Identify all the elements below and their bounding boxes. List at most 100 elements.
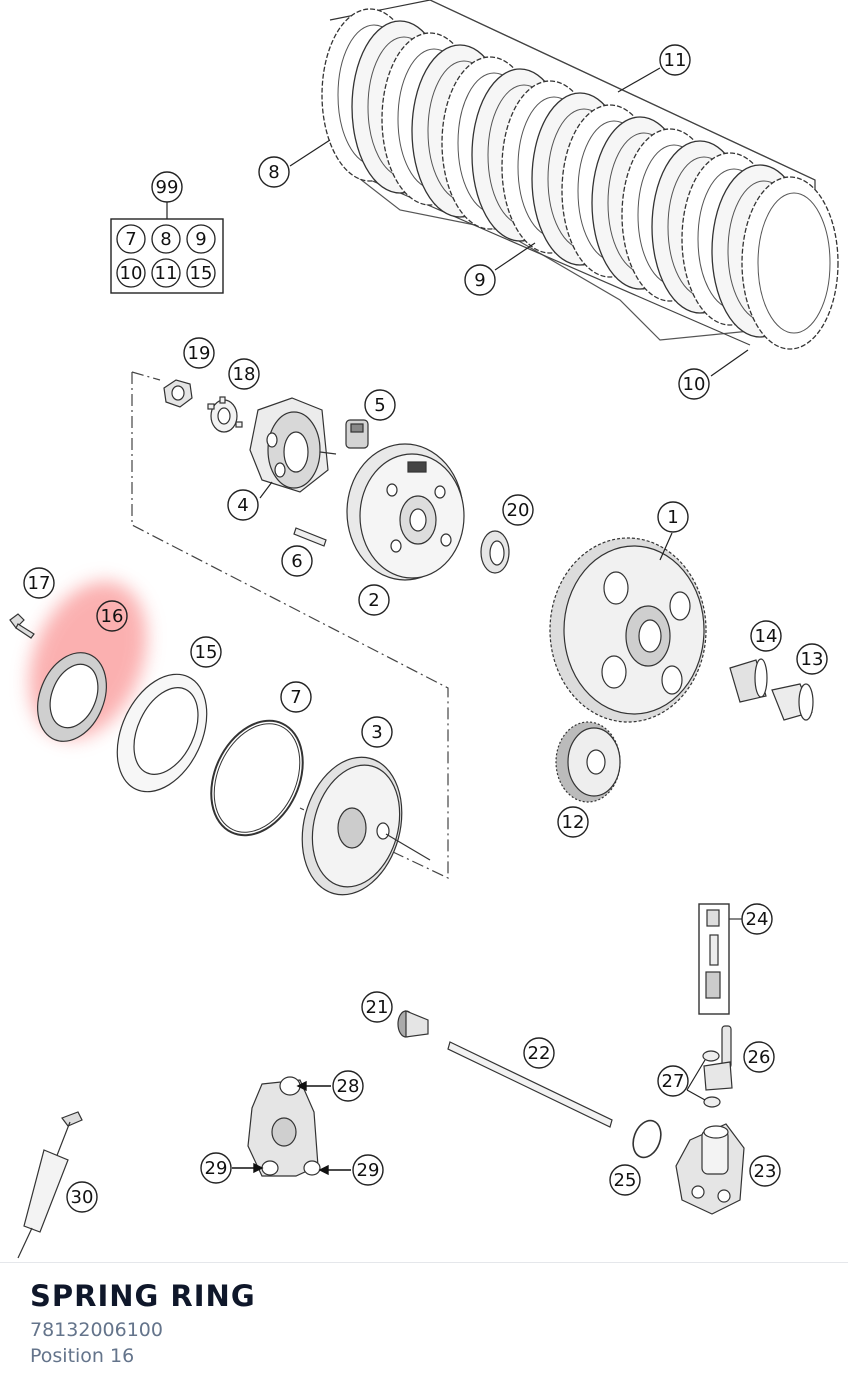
- svg-text:6: 6: [291, 551, 302, 572]
- part-26-banjo-bolt[interactable]: [703, 1025, 733, 1091]
- part-3-clutch-cover[interactable]: [288, 746, 431, 906]
- svg-text:28: 28: [337, 1076, 360, 1097]
- leader-lines: [259, 67, 749, 1101]
- part-20-washer[interactable]: [480, 530, 510, 574]
- svg-text:3: 3: [371, 722, 382, 743]
- callout-6[interactable]: 6: [281, 545, 313, 577]
- svg-text:27: 27: [662, 1071, 685, 1092]
- part-22-push-rod[interactable]: [447, 1041, 613, 1128]
- part-7-o-ring[interactable]: [194, 706, 321, 850]
- part-1-clutch-basket[interactable]: [549, 537, 707, 723]
- svg-text:4: 4: [237, 495, 248, 516]
- callout-22[interactable]: 22: [523, 1037, 555, 1069]
- svg-text:10: 10: [120, 263, 143, 284]
- svg-text:11: 11: [664, 50, 687, 71]
- svg-text:8: 8: [160, 229, 171, 250]
- callout-21[interactable]: 21: [361, 991, 393, 1023]
- part-5-damper[interactable]: [345, 419, 369, 449]
- svg-text:5: 5: [374, 395, 385, 416]
- svg-text:9: 9: [195, 229, 206, 250]
- assembly-frame: [131, 372, 449, 879]
- svg-text:29: 29: [205, 1158, 228, 1179]
- callout-27[interactable]: 27: [657, 1065, 689, 1097]
- callout-1[interactable]: 1: [657, 501, 689, 533]
- callout-99[interactable]: 99: [151, 171, 183, 203]
- callout-10[interactable]: 10: [678, 368, 710, 400]
- part-13-bushing[interactable]: [771, 683, 814, 721]
- svg-text:2: 2: [368, 590, 379, 611]
- svg-text:14: 14: [755, 626, 778, 647]
- svg-text:7: 7: [125, 229, 136, 250]
- kit-item-10[interactable]: 10: [116, 258, 146, 288]
- callout-labels: 1234567891011121314151617181920212223242…: [23, 44, 828, 1213]
- part-24-bleed-assembly[interactable]: [698, 903, 742, 1015]
- kit-item-11[interactable]: 11: [151, 258, 181, 288]
- clutch-plate-stack[interactable]: [321, 0, 839, 350]
- svg-text:17: 17: [28, 573, 51, 594]
- callout-29-29[interactable]: 29: [352, 1154, 384, 1186]
- callout-12[interactable]: 12: [557, 806, 589, 838]
- part-27-sealing-washers[interactable]: [702, 1050, 721, 1108]
- svg-text:23: 23: [754, 1161, 777, 1182]
- part-name: SPRING RING: [30, 1279, 256, 1313]
- part-2-pressure-plate[interactable]: [346, 443, 465, 581]
- part-info-panel: SPRING RING 78132006100 Position 16: [0, 1262, 848, 1391]
- callout-9[interactable]: 9: [464, 264, 496, 296]
- part-28-29-cover[interactable]: [247, 1076, 321, 1177]
- callout-23[interactable]: 23: [749, 1155, 781, 1187]
- callout-3[interactable]: 3: [361, 716, 393, 748]
- part-21-piston[interactable]: [397, 1010, 429, 1038]
- kit-item-9[interactable]: 9: [186, 224, 216, 254]
- callout-2[interactable]: 2: [358, 584, 390, 616]
- callout-25[interactable]: 25: [609, 1164, 641, 1196]
- svg-text:12: 12: [562, 812, 585, 833]
- callout-19[interactable]: 19: [183, 337, 215, 369]
- svg-text:22: 22: [528, 1043, 551, 1064]
- callout-26[interactable]: 26: [743, 1041, 775, 1073]
- callout-7[interactable]: 7: [280, 681, 312, 713]
- svg-text:29: 29: [357, 1160, 380, 1181]
- svg-text:13: 13: [801, 649, 824, 670]
- callout-5[interactable]: 5: [364, 389, 396, 421]
- kit-99-box[interactable]: 7 8 9 10 11 15: [110, 202, 224, 294]
- part-25-o-ring[interactable]: [628, 1117, 665, 1162]
- callout-4[interactable]: 4: [227, 489, 259, 521]
- svg-text:20: 20: [507, 500, 530, 521]
- part-12-gear[interactable]: [555, 721, 621, 803]
- kit-item-15[interactable]: 15: [186, 258, 216, 288]
- callout-16[interactable]: 16: [96, 600, 128, 632]
- part-15-disc[interactable]: [100, 660, 225, 806]
- callout-14[interactable]: 14: [750, 620, 782, 652]
- kit-item-8[interactable]: 8: [151, 224, 181, 254]
- part-23-slave-cylinder[interactable]: [675, 1123, 745, 1215]
- part-6-pin[interactable]: [293, 527, 327, 547]
- kit-item-7[interactable]: 7: [116, 224, 146, 254]
- svg-text:9: 9: [474, 270, 485, 291]
- callout-17[interactable]: 17: [23, 567, 55, 599]
- callout-20[interactable]: 20: [502, 494, 534, 526]
- part-19-nut[interactable]: [163, 379, 193, 408]
- svg-text:15: 15: [190, 263, 213, 284]
- callout-29-28[interactable]: 29: [200, 1152, 232, 1184]
- svg-text:19: 19: [188, 343, 211, 364]
- svg-text:15: 15: [195, 642, 218, 663]
- part-17-bolt[interactable]: [9, 613, 35, 639]
- part-30-grease-syringe[interactable]: [17, 1111, 83, 1259]
- callout-28[interactable]: 28: [332, 1070, 364, 1102]
- callout-30[interactable]: 30: [66, 1181, 98, 1213]
- callout-24[interactable]: 24: [741, 903, 773, 935]
- svg-text:16: 16: [101, 606, 124, 627]
- callout-13[interactable]: 13: [796, 643, 828, 675]
- callout-8[interactable]: 8: [258, 156, 290, 188]
- svg-text:26: 26: [748, 1047, 771, 1068]
- part-18-lock-washer[interactable]: [207, 396, 243, 433]
- svg-text:24: 24: [746, 909, 769, 930]
- svg-text:8: 8: [268, 162, 279, 183]
- callout-18[interactable]: 18: [228, 358, 260, 390]
- callout-11[interactable]: 11: [659, 44, 691, 76]
- part-14-needle-bearing[interactable]: [729, 658, 768, 703]
- callout-15[interactable]: 15: [190, 636, 222, 668]
- part-4-hub[interactable]: [249, 397, 337, 493]
- part-16-spring-ring[interactable]: [25, 642, 119, 751]
